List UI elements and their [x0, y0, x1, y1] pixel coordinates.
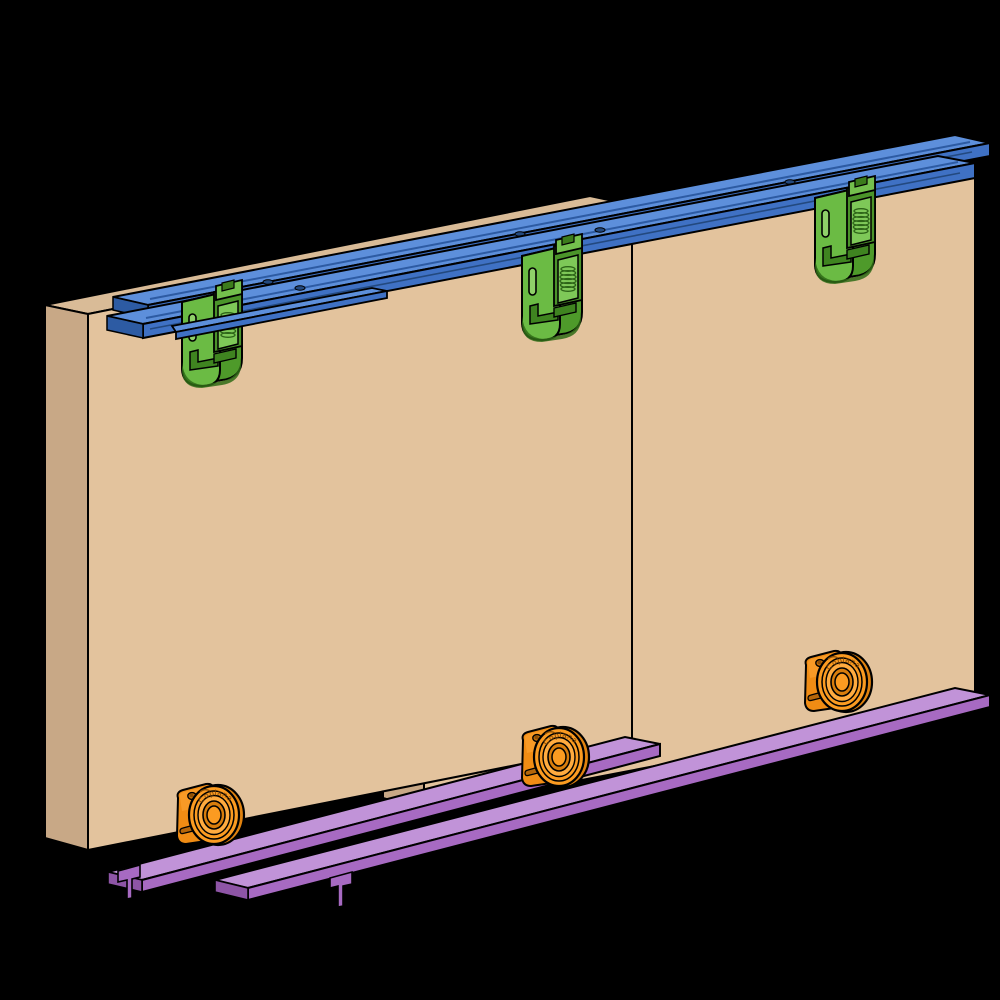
bottom-roller-left [175, 782, 246, 847]
floor-guide-rail-rear [214, 686, 991, 908]
bottom-roller-middle [520, 724, 591, 789]
bottom-roller-right [803, 649, 874, 714]
hanger-carriage-left [170, 280, 388, 388]
